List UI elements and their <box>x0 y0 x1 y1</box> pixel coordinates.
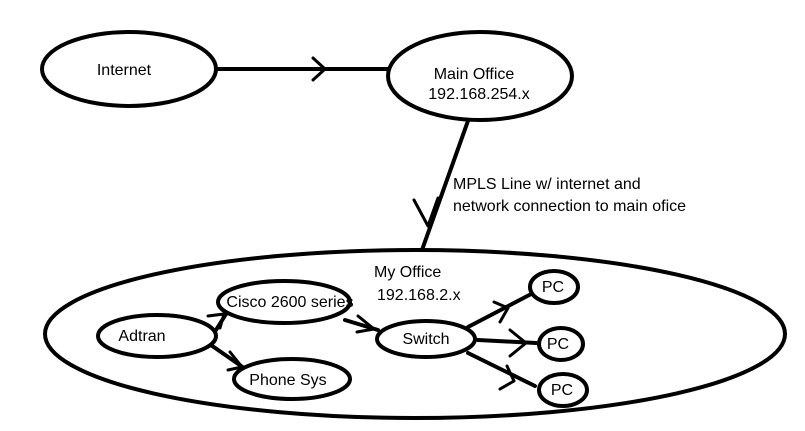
arrowhead-internet-main <box>311 56 327 82</box>
adtran-label: Adtran <box>118 328 165 345</box>
switch-node <box>375 319 477 359</box>
pc2-label: PC <box>547 336 569 353</box>
edge-switch-to-pc1 <box>466 290 537 329</box>
pc1-label: PC <box>542 279 564 296</box>
edge-main-office-to-my-office <box>420 116 471 252</box>
pc3-node <box>537 372 589 408</box>
mpls-label-line2: network connection to main ofice <box>453 198 686 215</box>
arrowhead-switch-pc2 <box>508 328 528 358</box>
switch-label: Switch <box>402 331 449 348</box>
cisco-label: Cisco 2600 series <box>226 294 353 311</box>
arrowhead-cisco-switch <box>355 314 376 334</box>
main-office-ip: 192.168.254.x <box>428 86 529 103</box>
arrowhead-adtran-cisco <box>206 312 226 330</box>
cisco-node <box>216 279 352 325</box>
internet-label: Internet <box>97 62 152 79</box>
my-office-ip: 192.168.2.x <box>377 287 461 304</box>
arrowhead-switch-pc1 <box>492 300 510 324</box>
mpls-label-line1: MPLS Line w/ internet and <box>453 176 641 193</box>
pc1-node <box>528 269 580 305</box>
phone-sys-label: Phone Sys <box>249 372 326 389</box>
pc2-node <box>537 326 585 362</box>
main-office-node <box>386 30 574 122</box>
my-office-label: My Office <box>374 264 441 281</box>
arrowhead-switch-pc3 <box>498 364 516 391</box>
arrowhead-mpls <box>412 196 440 228</box>
adtran-node <box>96 313 218 359</box>
pc3-label: PC <box>551 382 573 399</box>
internet-node <box>40 30 218 108</box>
main-office-label: Main Office <box>434 66 515 83</box>
edge-switch-to-pc3 <box>466 351 537 388</box>
phone-sys-node <box>232 357 352 401</box>
